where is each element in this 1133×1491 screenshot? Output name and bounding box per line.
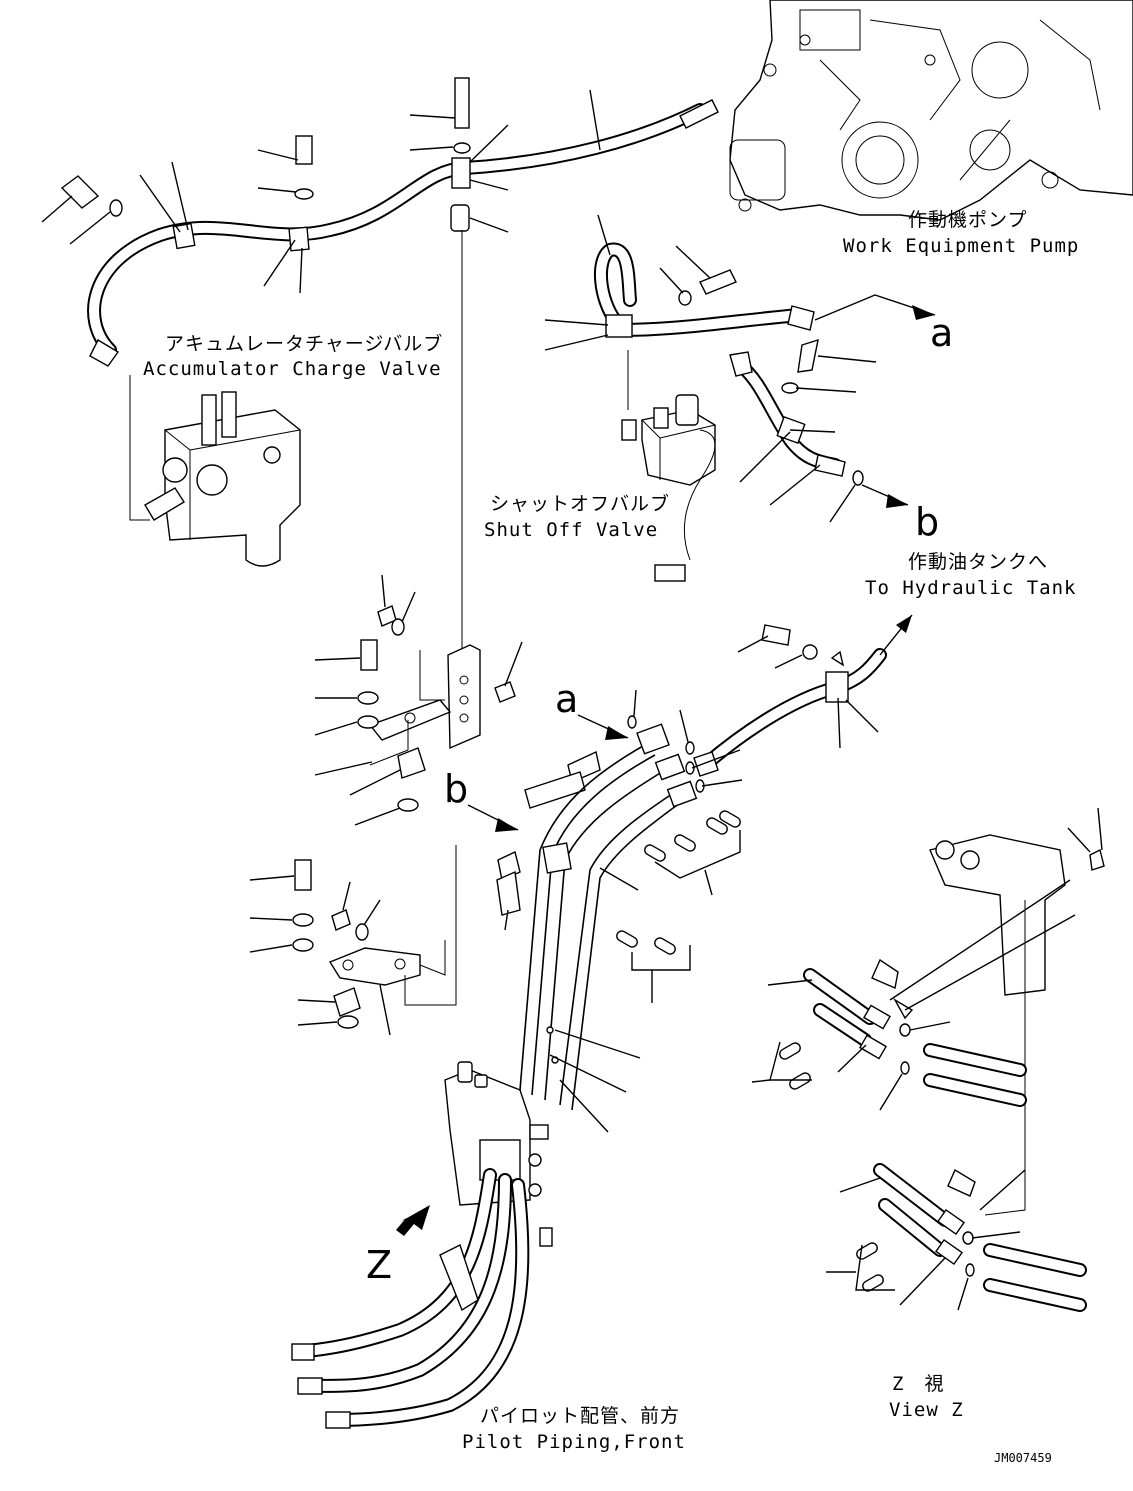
u-clamps-mid xyxy=(599,810,741,1003)
work-pump-label-jp: 作動機ポンプ xyxy=(908,209,1027,231)
callout-leaders-shutoff xyxy=(544,214,877,523)
callout-leaders-view-z xyxy=(751,807,1103,1311)
tank-label-jp: 作動油タンクへ xyxy=(908,551,1048,573)
callout-leaders-top xyxy=(41,89,601,294)
top-hose-assembly xyxy=(60,77,719,650)
view-z-label-jp: Z 視 xyxy=(892,1373,944,1395)
pilot-label-jp: パイロット配管、前方 xyxy=(480,1405,680,1427)
marker-b-top: b xyxy=(915,500,939,544)
work-pump-label-en: Work Equipment Pump xyxy=(843,235,1079,257)
tank-label-en: To Hydraulic Tank xyxy=(865,577,1076,599)
view-z-label-en: View Z xyxy=(889,1399,964,1421)
arrow-b-mid xyxy=(495,818,518,832)
arrow-b-top xyxy=(886,494,908,508)
shutoff-label-jp: シャットオフバルブ xyxy=(490,492,670,515)
work-equipment-pump xyxy=(729,0,1133,221)
pilot-steel-pipes xyxy=(519,715,705,1111)
lower-bracket-assembly xyxy=(292,845,521,1029)
acc-valve-label-en: Accumulator Charge Valve xyxy=(143,358,442,380)
marker-a-top: a xyxy=(930,311,953,355)
callout-leaders-mid xyxy=(314,574,523,826)
marker-z: Z xyxy=(366,1243,392,1287)
arrow-a-mid xyxy=(605,726,628,740)
shut-off-valve xyxy=(593,242,864,582)
callout-leaders-lower-left xyxy=(249,875,641,1133)
mid-bracket-assembly xyxy=(357,605,601,812)
accumulator-charge-valve xyxy=(129,375,301,567)
marker-b-mid: b xyxy=(444,767,468,811)
view-z-arrow xyxy=(396,1205,430,1236)
callout-leaders-tank xyxy=(633,635,879,787)
acc-valve-label-jp: アキュムレータチャージバルブ xyxy=(165,332,443,355)
drawing-number: JM007459 xyxy=(994,1451,1052,1465)
view-z-detail xyxy=(769,834,1105,1312)
marker-a-mid: a xyxy=(555,677,578,721)
tank-hose xyxy=(693,614,913,777)
arrow-a-top xyxy=(912,305,935,320)
pilot-valve xyxy=(291,1061,553,1429)
shutoff-label-en: Shut Off Valve xyxy=(484,519,658,541)
pilot-label-en: Pilot Piping,Front xyxy=(462,1431,686,1453)
